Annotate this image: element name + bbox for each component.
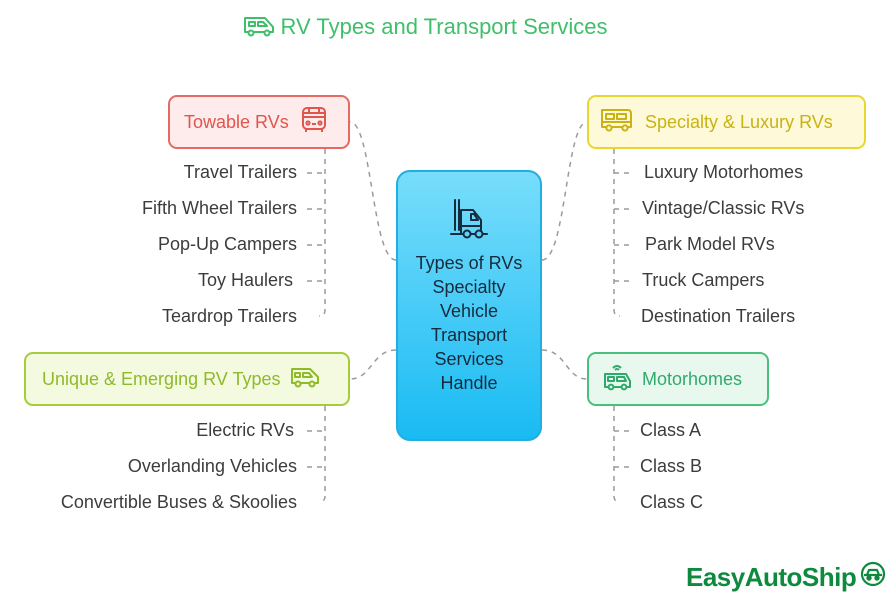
- branch-unique-emerging-rv-types: Unique & Emerging RV Types: [24, 352, 350, 406]
- towable-item: Travel Trailers: [183, 162, 297, 182]
- spine-towable: [318, 149, 326, 317]
- towable-item: Toy Haulers: [197, 270, 293, 290]
- motorhomes-item: Class B: [640, 456, 703, 476]
- diagram-title: RV Types and Transport Services: [0, 14, 850, 43]
- brand-name: EasyAutoShip: [686, 562, 857, 592]
- specialty-item: Truck Campers: [642, 270, 765, 290]
- connector-towable: [349, 121, 397, 261]
- branch-label: Motorhomes: [642, 368, 743, 389]
- branch-label: Unique & Emerging RV Types: [42, 368, 281, 389]
- branch-label: Specialty & Luxury RVs: [645, 111, 833, 132]
- specialty-item: Park Model RVs: [645, 234, 775, 254]
- connector-motorhomes: [541, 349, 588, 380]
- unique-item: Convertible Buses & Skoolies: [60, 492, 297, 512]
- truck-icon: [445, 196, 493, 249]
- towable-item: Teardrop Trailers: [161, 306, 297, 326]
- car-globe-icon: [856, 560, 887, 595]
- specialty-item: Vintage/Classic RVs: [642, 198, 805, 218]
- connector-specialty: [541, 121, 588, 261]
- towable-item: Pop-Up Campers: [157, 234, 297, 254]
- brand-logo: EasyAutoShip: [686, 560, 887, 595]
- center-node: Types of RVs Specialty Vehicle Transport…: [396, 170, 542, 441]
- towable-item: Fifth Wheel Trailers: [141, 198, 297, 218]
- unique-item: Overlanding Vehicles: [127, 456, 297, 476]
- van-icon: [290, 365, 320, 394]
- bus-front-icon: [299, 105, 329, 140]
- specialty-item: Destination Trailers: [641, 306, 796, 326]
- spine-unique: [318, 406, 326, 503]
- van-icon: [243, 15, 275, 43]
- spine-motorhomes: [613, 406, 621, 503]
- title-text: RV Types and Transport Services: [280, 14, 608, 39]
- center-label: Types of RVs Specialty Vehicle Transport…: [415, 253, 523, 393]
- branch-towable-rvs: Towable RVs: [168, 95, 350, 149]
- motorhomes-item: Class C: [640, 492, 704, 512]
- branch-motorhomes: Motorhomes: [587, 352, 769, 406]
- motorhome-icon: [600, 106, 634, 139]
- branch-label: Towable RVs: [184, 111, 289, 132]
- specialty-item: Luxury Motorhomes: [644, 162, 804, 182]
- branch-specialty-luxury-rvs: Specialty & Luxury RVs: [587, 95, 866, 149]
- spine-specialty: [613, 149, 621, 317]
- unique-item: Electric RVs: [196, 420, 294, 440]
- connector-unique: [349, 349, 397, 380]
- motorhomes-item: Class A: [640, 420, 702, 440]
- electric-van-icon: [602, 362, 632, 397]
